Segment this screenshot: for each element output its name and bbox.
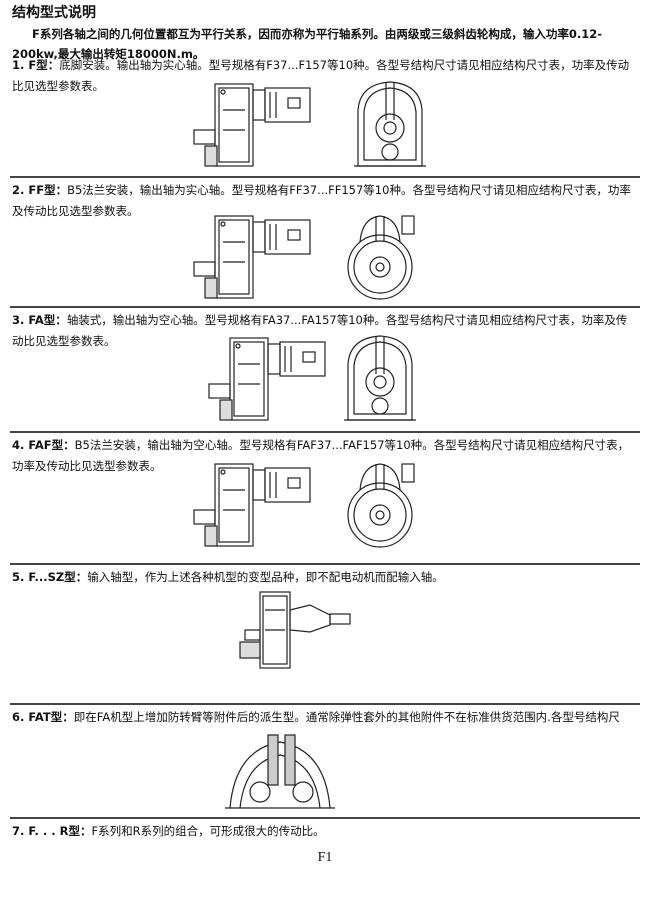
section-text: 底脚安装。输出轴为实心轴。型号规格有F37...F157等10种。各型号结构尺寸… <box>12 58 630 93</box>
section-fsz: 5. F...SZ型：输入轴型，作为上述各种机型的变型品种，即不配电动机而配输入… <box>12 567 638 588</box>
ff-front-drawing <box>340 212 420 302</box>
section-label: 4. FAF型： <box>12 438 75 452</box>
section-text: B5法兰安装，输出轴为实心轴。型号规格有FF37...FF157等10种。各型号… <box>12 183 631 218</box>
section-text: 即在FA机型上增加防转臂等附件后的派生型。通常除弹性套外的其他附件不在标准供货范… <box>73 710 620 724</box>
section-label: 7. F. . . R型： <box>12 824 92 838</box>
section-f: 1. F型：底脚安装。输出轴为实心轴。型号规格有F37...F157等10种。各… <box>12 55 638 97</box>
faf-side-drawing <box>190 460 330 550</box>
section-text: B5法兰安装，输出轴为空心轴。型号规格有FAF37...FAF157等10种。各… <box>12 438 630 473</box>
fa-side-drawing <box>205 334 345 424</box>
section-label: 3. FA型： <box>12 313 67 327</box>
fa-front-drawing <box>340 334 420 424</box>
divider <box>10 306 640 308</box>
ff-side-drawing <box>190 212 330 302</box>
intro-text: F系列各轴之间的几何位置都互为平行关系，因而亦称为平行轴系列。由两级或三级斜齿轮… <box>12 27 602 61</box>
section-text: 输入轴型，作为上述各种机型的变型品种，即不配电动机而配输入轴。 <box>87 570 444 584</box>
section-label: 1. F型： <box>12 58 60 72</box>
section-text: 轴装式，输出轴为空心轴。型号规格有FA37...FA157等10种。各型号结构尺… <box>12 313 628 348</box>
f-front-drawing <box>350 80 430 170</box>
section-label: 6. FAT型： <box>12 710 74 724</box>
section-text: F系列和R系列的组合，可形成很大的传动比。 <box>91 824 325 838</box>
divider <box>10 703 640 705</box>
divider <box>10 176 640 178</box>
intro-paragraph: F系列各轴之间的几何位置都互为平行关系，因而亦称为平行轴系列。由两级或三级斜齿轮… <box>12 24 632 64</box>
fat-drawing <box>225 730 335 812</box>
divider <box>10 817 640 819</box>
fsz-drawing <box>235 590 355 670</box>
page-title: 结构型式说明 <box>12 5 96 21</box>
faf-front-drawing <box>340 460 420 550</box>
divider <box>10 563 640 565</box>
section-label: 2. FF型： <box>12 183 68 197</box>
page-number: F1 <box>317 850 333 865</box>
section-ff: 2. FF型：B5法兰安装，输出轴为实心轴。型号规格有FF37...FF157等… <box>12 180 638 222</box>
divider <box>10 431 640 433</box>
section-fr: 7. F. . . R型：F系列和R系列的组合，可形成很大的传动比。 <box>12 821 638 842</box>
f-side-drawing <box>190 80 330 170</box>
section-fat: 6. FAT型：即在FA机型上增加防转臂等附件后的派生型。通常除弹性套外的其他附… <box>12 707 638 728</box>
section-fa: 3. FA型：轴装式，输出轴为空心轴。型号规格有FA37...FA157等10种… <box>12 310 638 352</box>
section-label: 5. F...SZ型： <box>12 570 88 584</box>
section-faf: 4. FAF型：B5法兰安装，输出轴为空心轴。型号规格有FAF37...FAF1… <box>12 435 638 477</box>
